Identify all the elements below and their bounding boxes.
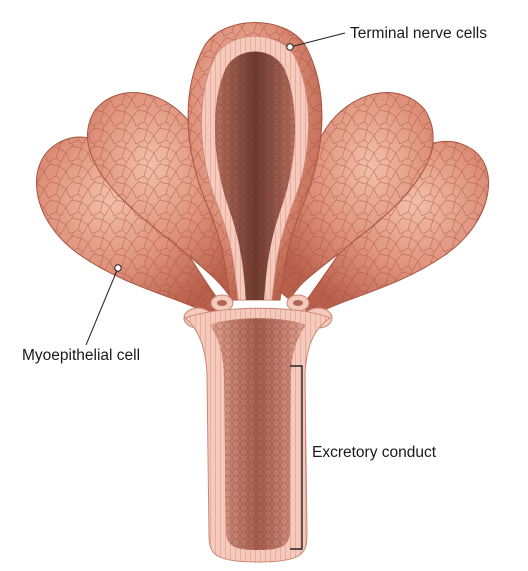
leader-myoepithelial-cell	[86, 265, 121, 345]
excretory-duct	[185, 308, 330, 562]
label-myoepithelial-cell: Myoepithelial cell	[22, 347, 140, 364]
label-terminal-nerve-cells: Terminal nerve cells	[350, 25, 487, 42]
label-excretory-conduct: Excretory conduct	[312, 444, 437, 461]
